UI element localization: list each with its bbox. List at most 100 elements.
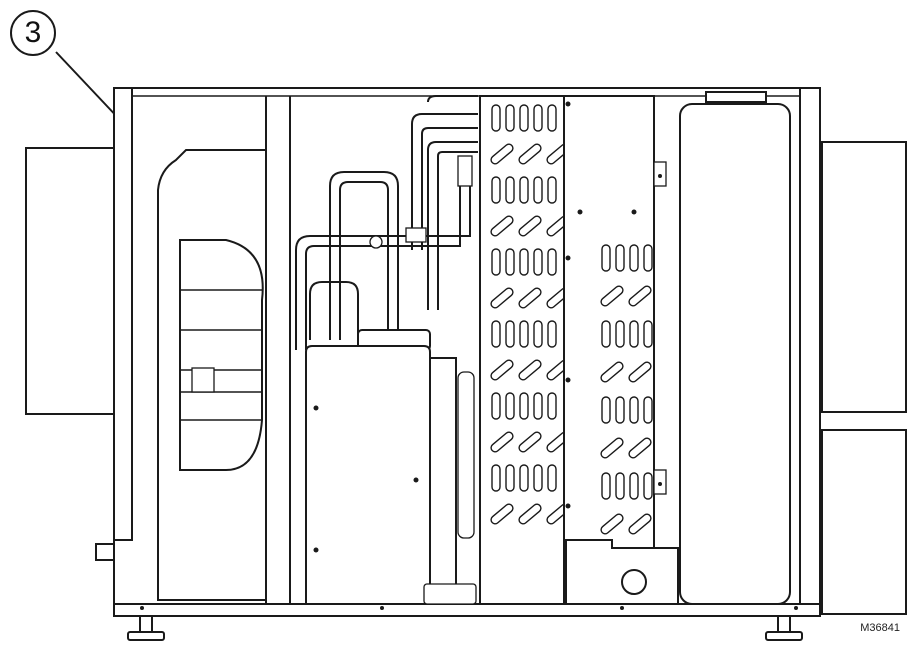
coil-slot [533, 104, 543, 132]
coil-slot [547, 320, 557, 348]
coil-slot [600, 361, 624, 383]
coil-slot [518, 287, 542, 309]
coil-slot [547, 392, 557, 420]
coil-slot [491, 176, 501, 204]
figure-id: M36841 [860, 622, 900, 634]
coil-slot [547, 248, 557, 276]
coil-slot [491, 104, 501, 132]
coil-slot [518, 503, 542, 525]
coil-slot [629, 472, 639, 500]
coil-slot [600, 285, 624, 307]
coil-slot [490, 503, 514, 525]
coil-slots-right [600, 244, 653, 535]
coil-slot [491, 248, 501, 276]
coil-slot [533, 392, 543, 420]
compressor-icon [305, 329, 477, 605]
coil-slot [533, 176, 543, 204]
coil-slot [505, 464, 515, 492]
coil-slot [600, 513, 624, 535]
coil-slot [601, 396, 611, 424]
coil-slot [533, 320, 543, 348]
panel-screw [631, 209, 637, 215]
coil-slot [519, 176, 529, 204]
coil-slot [629, 244, 639, 272]
coil-slot [629, 396, 639, 424]
base-screw [140, 606, 144, 610]
coil-slot [519, 320, 529, 348]
panel-screw [658, 482, 662, 486]
coil-slot [505, 392, 515, 420]
panel-screw [577, 209, 583, 215]
coil-slot [628, 285, 652, 307]
coil-slot [643, 396, 653, 424]
coil-slot [505, 176, 515, 204]
coil-slot [628, 437, 652, 459]
coil-slot [490, 359, 514, 381]
coil-slot [491, 464, 501, 492]
leveling-foot-right-pad [765, 631, 803, 641]
side-bracket [95, 543, 115, 561]
refrigerant-piping [295, 95, 478, 539]
coil-slot [601, 320, 611, 348]
coil-slot [505, 248, 515, 276]
coil-slot [628, 513, 652, 535]
coil-slot [490, 143, 514, 165]
coil-slot [519, 464, 529, 492]
base-screw [794, 606, 798, 610]
coil-slot [643, 244, 653, 272]
coil-slot [601, 244, 611, 272]
coil-slot [519, 104, 529, 132]
panel-screw [658, 174, 662, 178]
drain-outlet [621, 569, 647, 595]
coil-slot [615, 320, 625, 348]
coil-slot [547, 464, 557, 492]
coil-slot [490, 431, 514, 453]
coil-slot [600, 437, 624, 459]
coil-slot [519, 392, 529, 420]
callout-leader-line [55, 51, 123, 123]
panel-screw [565, 101, 571, 107]
leveling-foot-left-pad [127, 631, 165, 641]
coil-slot [547, 104, 557, 132]
coil-slot [601, 472, 611, 500]
right-duct-collar-upper [821, 141, 907, 413]
panel-screw [565, 503, 571, 509]
fan-icon [179, 239, 264, 471]
drain-pan [565, 539, 679, 605]
coil-slot [643, 472, 653, 500]
coil-slot [518, 143, 542, 165]
coil-slot [547, 176, 557, 204]
coil-slot [615, 396, 625, 424]
right-duct-collar-lower [821, 429, 907, 615]
callout-marker: 3 [8, 8, 58, 58]
coil-slot [518, 359, 542, 381]
base-screw [380, 606, 384, 610]
coil-slot [643, 320, 653, 348]
coil-slot [629, 320, 639, 348]
filter-icon [679, 91, 791, 605]
coil-slot [518, 215, 542, 237]
left-duct-collar [25, 147, 115, 415]
coil-slot [628, 361, 652, 383]
panel-screw [565, 377, 571, 383]
base-rail [113, 603, 821, 617]
coil-panel [479, 95, 565, 605]
left-end-post [113, 87, 133, 541]
right-end-post [799, 87, 821, 609]
coil-slot [490, 287, 514, 309]
coil-slot [505, 320, 515, 348]
coil-slot [490, 215, 514, 237]
coil-icon [490, 104, 570, 525]
callout-circle [10, 10, 56, 56]
coil-slot [615, 472, 625, 500]
callout-number: 3 [24, 16, 42, 49]
coil-slot [505, 104, 515, 132]
coil-slot [519, 248, 529, 276]
base-screw [620, 606, 624, 610]
coil-slot [491, 320, 501, 348]
coil-slot [533, 464, 543, 492]
coil-slot [518, 431, 542, 453]
coil-slot [491, 392, 501, 420]
panel-screw [565, 255, 571, 261]
